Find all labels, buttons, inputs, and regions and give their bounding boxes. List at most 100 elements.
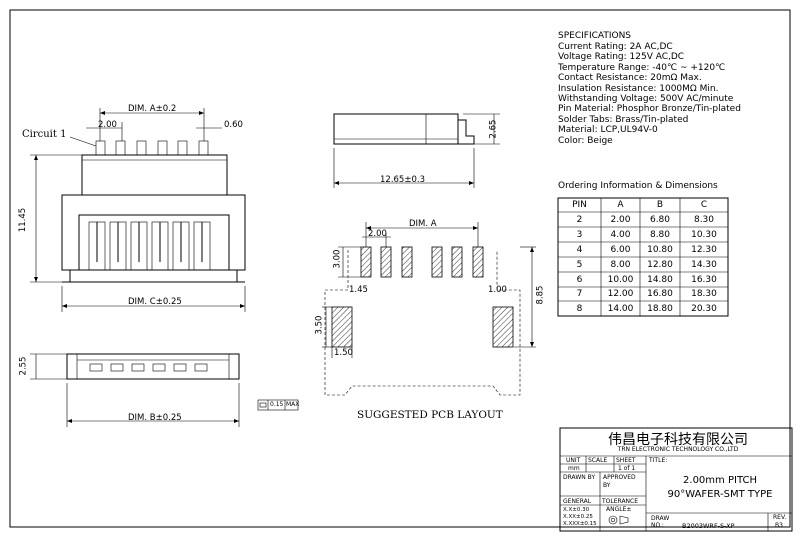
company-name-en: TRN ELECTRONIC TECHNOLOGY CO.,LTD bbox=[617, 446, 739, 453]
ordering-cell: 12.30 bbox=[691, 244, 717, 255]
pcb-pitch-label: 2.00 bbox=[368, 229, 387, 239]
unit-value: mm bbox=[568, 465, 580, 472]
ordering-cell: 2.00 bbox=[610, 214, 631, 225]
ordering-cell: 6.80 bbox=[649, 214, 671, 225]
ordering-cell: 6 bbox=[576, 274, 583, 285]
ordering-cell: 18.30 bbox=[691, 289, 717, 299]
spec-line: Current Rating: 2A AC,DC bbox=[558, 42, 673, 52]
ordering-cell: 16.80 bbox=[647, 289, 673, 299]
tolerance-3: X.XXX±0.15 bbox=[563, 521, 597, 527]
front-view bbox=[30, 108, 246, 312]
ordering-row: 5 8.00 12.80 14.30 bbox=[558, 257, 728, 272]
pcb-overall-height-label: 8.85 bbox=[535, 285, 546, 305]
tolerance-1: X.X±0.30 bbox=[563, 507, 590, 513]
company-name-cn: 伟昌电子科技有限公司 bbox=[608, 432, 748, 448]
ordering-row: 4 6.00 10.80 12.30 bbox=[558, 242, 728, 257]
ordering-cell: 10.30 bbox=[691, 229, 717, 240]
pcb-pad-width-label: 1.45 bbox=[349, 285, 368, 295]
bottom-view bbox=[30, 353, 299, 427]
ordering-cell: 2 bbox=[576, 214, 583, 225]
side-length-label: 12.65±0.3 bbox=[380, 175, 425, 185]
ordering-cell: 20.30 bbox=[691, 303, 717, 314]
height-label: 11.45 bbox=[18, 207, 29, 233]
flatness-value: 0.15 bbox=[270, 401, 284, 408]
ordering-table-grid bbox=[557, 197, 729, 317]
ordering-cell: 14.30 bbox=[691, 259, 717, 270]
ordering-cell: 14.00 bbox=[607, 303, 634, 314]
ordering-cell: 4 bbox=[576, 244, 583, 255]
ordering-cell: 8.00 bbox=[610, 259, 631, 270]
bottom-pins bbox=[89, 363, 208, 372]
angle-label: ANGLE± bbox=[606, 506, 632, 513]
ordering-cell: 8.80 bbox=[649, 229, 671, 240]
general-label: GENERAL bbox=[563, 498, 592, 505]
pcb-gap-label: 1.00 bbox=[488, 285, 507, 295]
ordering-row: 8 14.00 18.80 20.30 bbox=[558, 301, 728, 316]
title-label: TITLE: bbox=[649, 457, 668, 464]
ordering-cell: 8 bbox=[576, 303, 583, 314]
spec-line: Color: Beige bbox=[558, 135, 613, 146]
ordering-cell: 6.00 bbox=[610, 244, 631, 255]
scale-label: SCALE bbox=[588, 457, 608, 464]
flatness-box bbox=[257, 399, 299, 411]
tolerance-label: TOLERANCE bbox=[602, 498, 639, 505]
pcb-caption: SUGGESTED PCB LAYOUT bbox=[357, 409, 503, 421]
drawing-number: B2003WRF-S-XP bbox=[682, 522, 735, 530]
pin-width-label: 0.60 bbox=[224, 120, 243, 130]
ordering-cell: 12.80 bbox=[647, 259, 673, 270]
side-height-label: 2.65 bbox=[488, 119, 499, 139]
draw-label: DRAW bbox=[651, 515, 670, 522]
front-contacts bbox=[88, 221, 211, 271]
ordering-cell: 5 bbox=[576, 259, 583, 270]
ordering-cell: 16.30 bbox=[691, 274, 717, 285]
pcb-layout bbox=[322, 222, 536, 396]
ordering-cell: 10.00 bbox=[607, 274, 634, 285]
sheet-value: 1 of 1 bbox=[618, 465, 636, 472]
ordering-header-cell: B bbox=[656, 200, 664, 210]
pcb-tab-width-label: 1.50 bbox=[334, 348, 353, 358]
spec-line: Temperature Range: -40℃ ~ +120℃ bbox=[558, 62, 726, 73]
drawn-by-label: DRAWN BY bbox=[563, 474, 596, 481]
pcb-tab-height-label: 3.50 bbox=[314, 315, 325, 335]
ordering-header-cell: PIN bbox=[572, 200, 587, 210]
ordering-header-cell: C bbox=[700, 200, 708, 210]
no-label: NO.: bbox=[651, 522, 664, 529]
spec-line: Voltage Rating: 125V AC,DC bbox=[558, 52, 685, 63]
ordering-cell: 12.00 bbox=[607, 289, 634, 299]
approved-by-label: APPROVED BY bbox=[603, 474, 636, 489]
pcb-pads bbox=[360, 246, 484, 278]
circuit-1-label: Circuit 1 bbox=[22, 129, 67, 140]
pcb-dim-a-label: DIM. A bbox=[409, 219, 437, 229]
ordering-row: 6 10.00 14.80 16.30 bbox=[558, 272, 728, 287]
tolerance-2: X.XX±0.25 bbox=[563, 514, 593, 520]
spec-line: Insulation Resistance: 1000MΩ Min. bbox=[558, 83, 719, 94]
specifications-title: SPECIFICATIONS bbox=[558, 31, 632, 41]
rev-label: REV. bbox=[773, 514, 787, 521]
ordering-row: 3 4.00 8.80 10.30 bbox=[558, 227, 728, 242]
spec-line: Withstanding Voltage: 500V AC/minute bbox=[558, 94, 734, 105]
pcb-tab-left bbox=[331, 306, 353, 348]
ordering-cell: 18.80 bbox=[647, 303, 673, 314]
ordering-cell: 4.00 bbox=[610, 229, 631, 240]
ordering-title: Ordering Information & Dimensions bbox=[558, 181, 718, 191]
spec-line: Material: LCP,UL94V-0 bbox=[558, 125, 658, 136]
projection-symbol bbox=[608, 515, 629, 525]
ordering-cell: 3 bbox=[576, 229, 583, 240]
title-line-1: 2.00mm PITCH bbox=[683, 475, 757, 486]
unit-label: UNIT bbox=[566, 457, 581, 464]
title-line-2: 90°WAFER-SMT TYPE bbox=[667, 489, 773, 500]
ordering-cell: 10.80 bbox=[647, 244, 673, 255]
spec-line: Contact Resistance: 20mΩ Max. bbox=[558, 73, 702, 84]
ordering-cell: 14.80 bbox=[647, 274, 673, 285]
side-view bbox=[333, 113, 500, 188]
pitch-label: 2.00 bbox=[98, 120, 117, 130]
spec-line: Pin Material: Phosphor Bronze/Tin-plated bbox=[558, 104, 741, 115]
rev-value: B3 bbox=[775, 522, 783, 529]
front-pins bbox=[95, 140, 209, 156]
